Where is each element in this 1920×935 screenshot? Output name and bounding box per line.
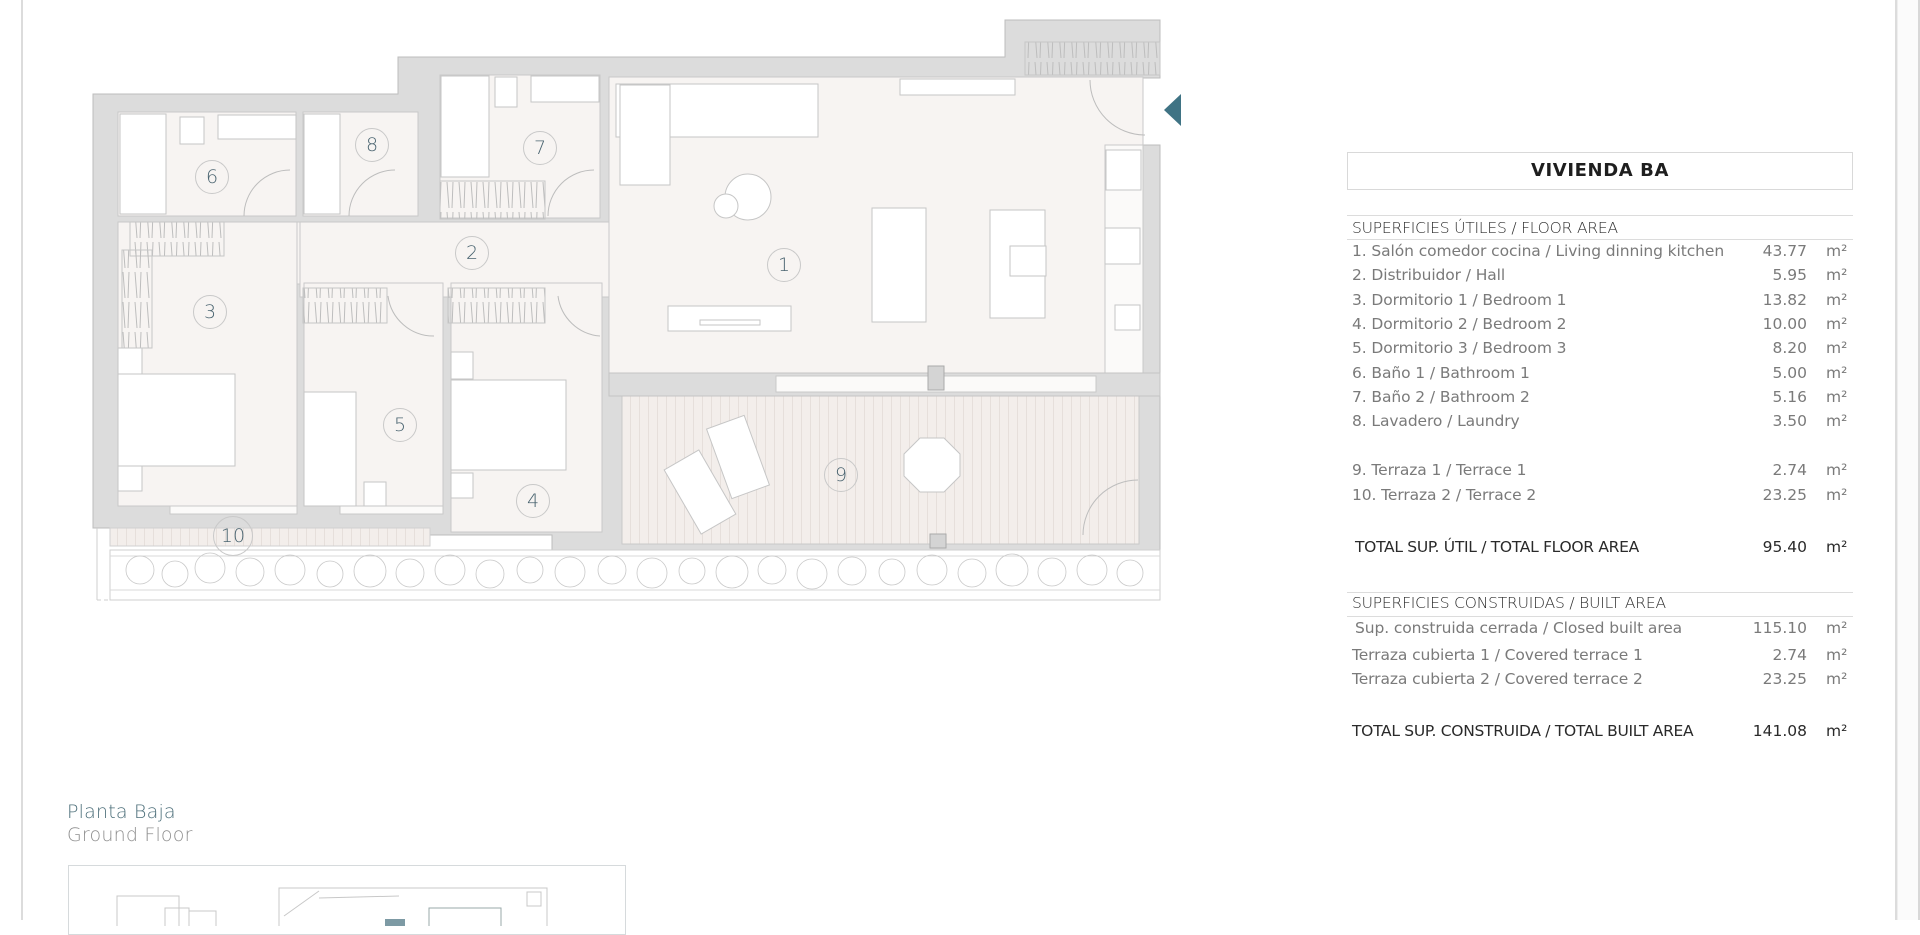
room-label-7: 7 [523, 131, 557, 165]
row-unit: m² [1826, 461, 1848, 479]
room-label-3: 3 [193, 295, 227, 329]
floor-area-row: 1. Salón comedor cocina / Living dinning… [1352, 242, 1848, 264]
floor-name-english: Ground Floor [67, 824, 193, 846]
row-value: 2.74 [1772, 646, 1807, 664]
row-value: 2.74 [1772, 461, 1807, 479]
row-unit: m² [1826, 315, 1848, 333]
room-label-4: 4 [516, 484, 550, 518]
row-value: 5.16 [1772, 388, 1807, 406]
floor-name-spanish: Planta Baja [67, 801, 176, 823]
floor-area-row: 4. Dormitorio 2 / Bedroom 2 10.00 m² [1352, 315, 1848, 337]
terrace-row: 9. Terraza 1 / Terrace 1 2.74 m² [1352, 461, 1848, 483]
built-area-row: Terraza cubierta 1 / Covered terrace 1 2… [1352, 646, 1848, 668]
row-label: 9. Terraza 1 / Terrace 1 [1352, 461, 1527, 479]
room-label-9: 9 [824, 458, 858, 492]
floor-area-row: 2. Distribuidor / Hall 5.95 m² [1352, 266, 1848, 288]
row-value: 115.10 [1752, 619, 1807, 637]
page-border-right [1895, 0, 1897, 920]
total-value: 95.40 [1762, 538, 1807, 556]
total-built-area-row: TOTAL SUP. CONSTRUIDA / TOTAL BUILT AREA… [1352, 722, 1848, 744]
row-label: Sup. construida cerrada / Closed built a… [1355, 619, 1683, 637]
built-area-heading: SUPERFICIES CONSTRUIDAS / BUILT AREA [1352, 594, 1666, 612]
total-unit: m² [1826, 722, 1848, 740]
row-label: 5. Dormitorio 3 / Bedroom 3 [1352, 339, 1567, 357]
floor-area-row: 8. Lavadero / Laundry 3.50 m² [1352, 412, 1848, 434]
total-value: 141.08 [1752, 722, 1807, 740]
row-value: 10.00 [1762, 315, 1807, 333]
row-value: 5.00 [1772, 364, 1807, 382]
unit-title: VIVIENDA BA [1347, 152, 1853, 190]
row-value: 13.82 [1762, 291, 1807, 309]
row-value: 23.25 [1762, 670, 1807, 688]
terrace-row: 10. Terraza 2 / Terrace 2 23.25 m² [1352, 486, 1848, 508]
room-label-1: 1 [767, 248, 801, 282]
row-label: Terraza cubierta 2 / Covered terrace 2 [1352, 670, 1643, 688]
row-label: Terraza cubierta 1 / Covered terrace 1 [1352, 646, 1643, 664]
row-value: 5.95 [1772, 266, 1807, 284]
row-unit: m² [1826, 619, 1848, 637]
row-label: 1. Salón comedor cocina / Living dinning… [1352, 242, 1725, 260]
row-label: 2. Distribuidor / Hall [1352, 266, 1506, 284]
total-floor-area-row: TOTAL SUP. ÚTIL / TOTAL FLOOR AREA 95.40… [1355, 538, 1848, 560]
row-value: 3.50 [1772, 412, 1807, 430]
row-label: 3. Dormitorio 1 / Bedroom 1 [1352, 291, 1567, 309]
row-label: 6. Baño 1 / Bathroom 1 [1352, 364, 1530, 382]
divider [1347, 239, 1853, 240]
built-area-row: Terraza cubierta 2 / Covered terrace 2 2… [1352, 670, 1848, 692]
row-unit: m² [1826, 412, 1848, 430]
row-label: 4. Dormitorio 2 / Bedroom 2 [1352, 315, 1567, 333]
key-plan-thumbnail [68, 865, 626, 935]
page-border-left [21, 0, 23, 920]
row-value: 8.20 [1772, 339, 1807, 357]
floor-area-heading: SUPERFICIES ÚTILES / FLOOR AREA [1352, 219, 1618, 237]
room-label-5: 5 [383, 408, 417, 442]
room-label-6: 6 [195, 160, 229, 194]
floor-area-row: 6. Baño 1 / Bathroom 1 5.00 m² [1352, 364, 1848, 386]
room-label-8: 8 [355, 128, 389, 162]
floor-plan: 1 2 3 4 5 6 7 8 9 10 [0, 0, 1200, 620]
row-unit: m² [1826, 388, 1848, 406]
row-unit: m² [1826, 364, 1848, 382]
floor-plan-drawing [92, 19, 1161, 601]
row-unit: m² [1826, 646, 1848, 664]
page-edge [1897, 0, 1920, 920]
room-label-2: 2 [455, 236, 489, 270]
total-label: TOTAL SUP. CONSTRUIDA / TOTAL BUILT AREA [1352, 722, 1694, 740]
row-unit: m² [1826, 339, 1848, 357]
divider [1347, 592, 1853, 593]
total-label: TOTAL SUP. ÚTIL / TOTAL FLOOR AREA [1355, 538, 1639, 556]
row-unit: m² [1826, 670, 1848, 688]
divider [1347, 616, 1853, 617]
row-label: 7. Baño 2 / Bathroom 2 [1352, 388, 1530, 406]
row-label: 8. Lavadero / Laundry [1352, 412, 1520, 430]
row-label: 10. Terraza 2 / Terrace 2 [1352, 486, 1537, 504]
row-unit: m² [1826, 486, 1848, 504]
built-area-row: Sup. construida cerrada / Closed built a… [1355, 619, 1848, 641]
floor-caption: Planta Baja Ground Floor [67, 801, 193, 847]
total-unit: m² [1826, 538, 1848, 556]
floor-area-row: 7. Baño 2 / Bathroom 2 5.16 m² [1352, 388, 1848, 410]
room-label-10: 10 [213, 516, 253, 556]
floor-area-row: 5. Dormitorio 3 / Bedroom 3 8.20 m² [1352, 339, 1848, 361]
row-value: 23.25 [1762, 486, 1807, 504]
key-plan-drawing [116, 887, 548, 935]
row-unit: m² [1826, 242, 1848, 260]
divider [1347, 215, 1853, 216]
entrance-arrow-icon [1164, 94, 1181, 126]
row-value: 43.77 [1762, 242, 1807, 260]
row-unit: m² [1826, 291, 1848, 309]
row-unit: m² [1826, 266, 1848, 284]
floor-area-row: 3. Dormitorio 1 / Bedroom 1 13.82 m² [1352, 291, 1848, 313]
